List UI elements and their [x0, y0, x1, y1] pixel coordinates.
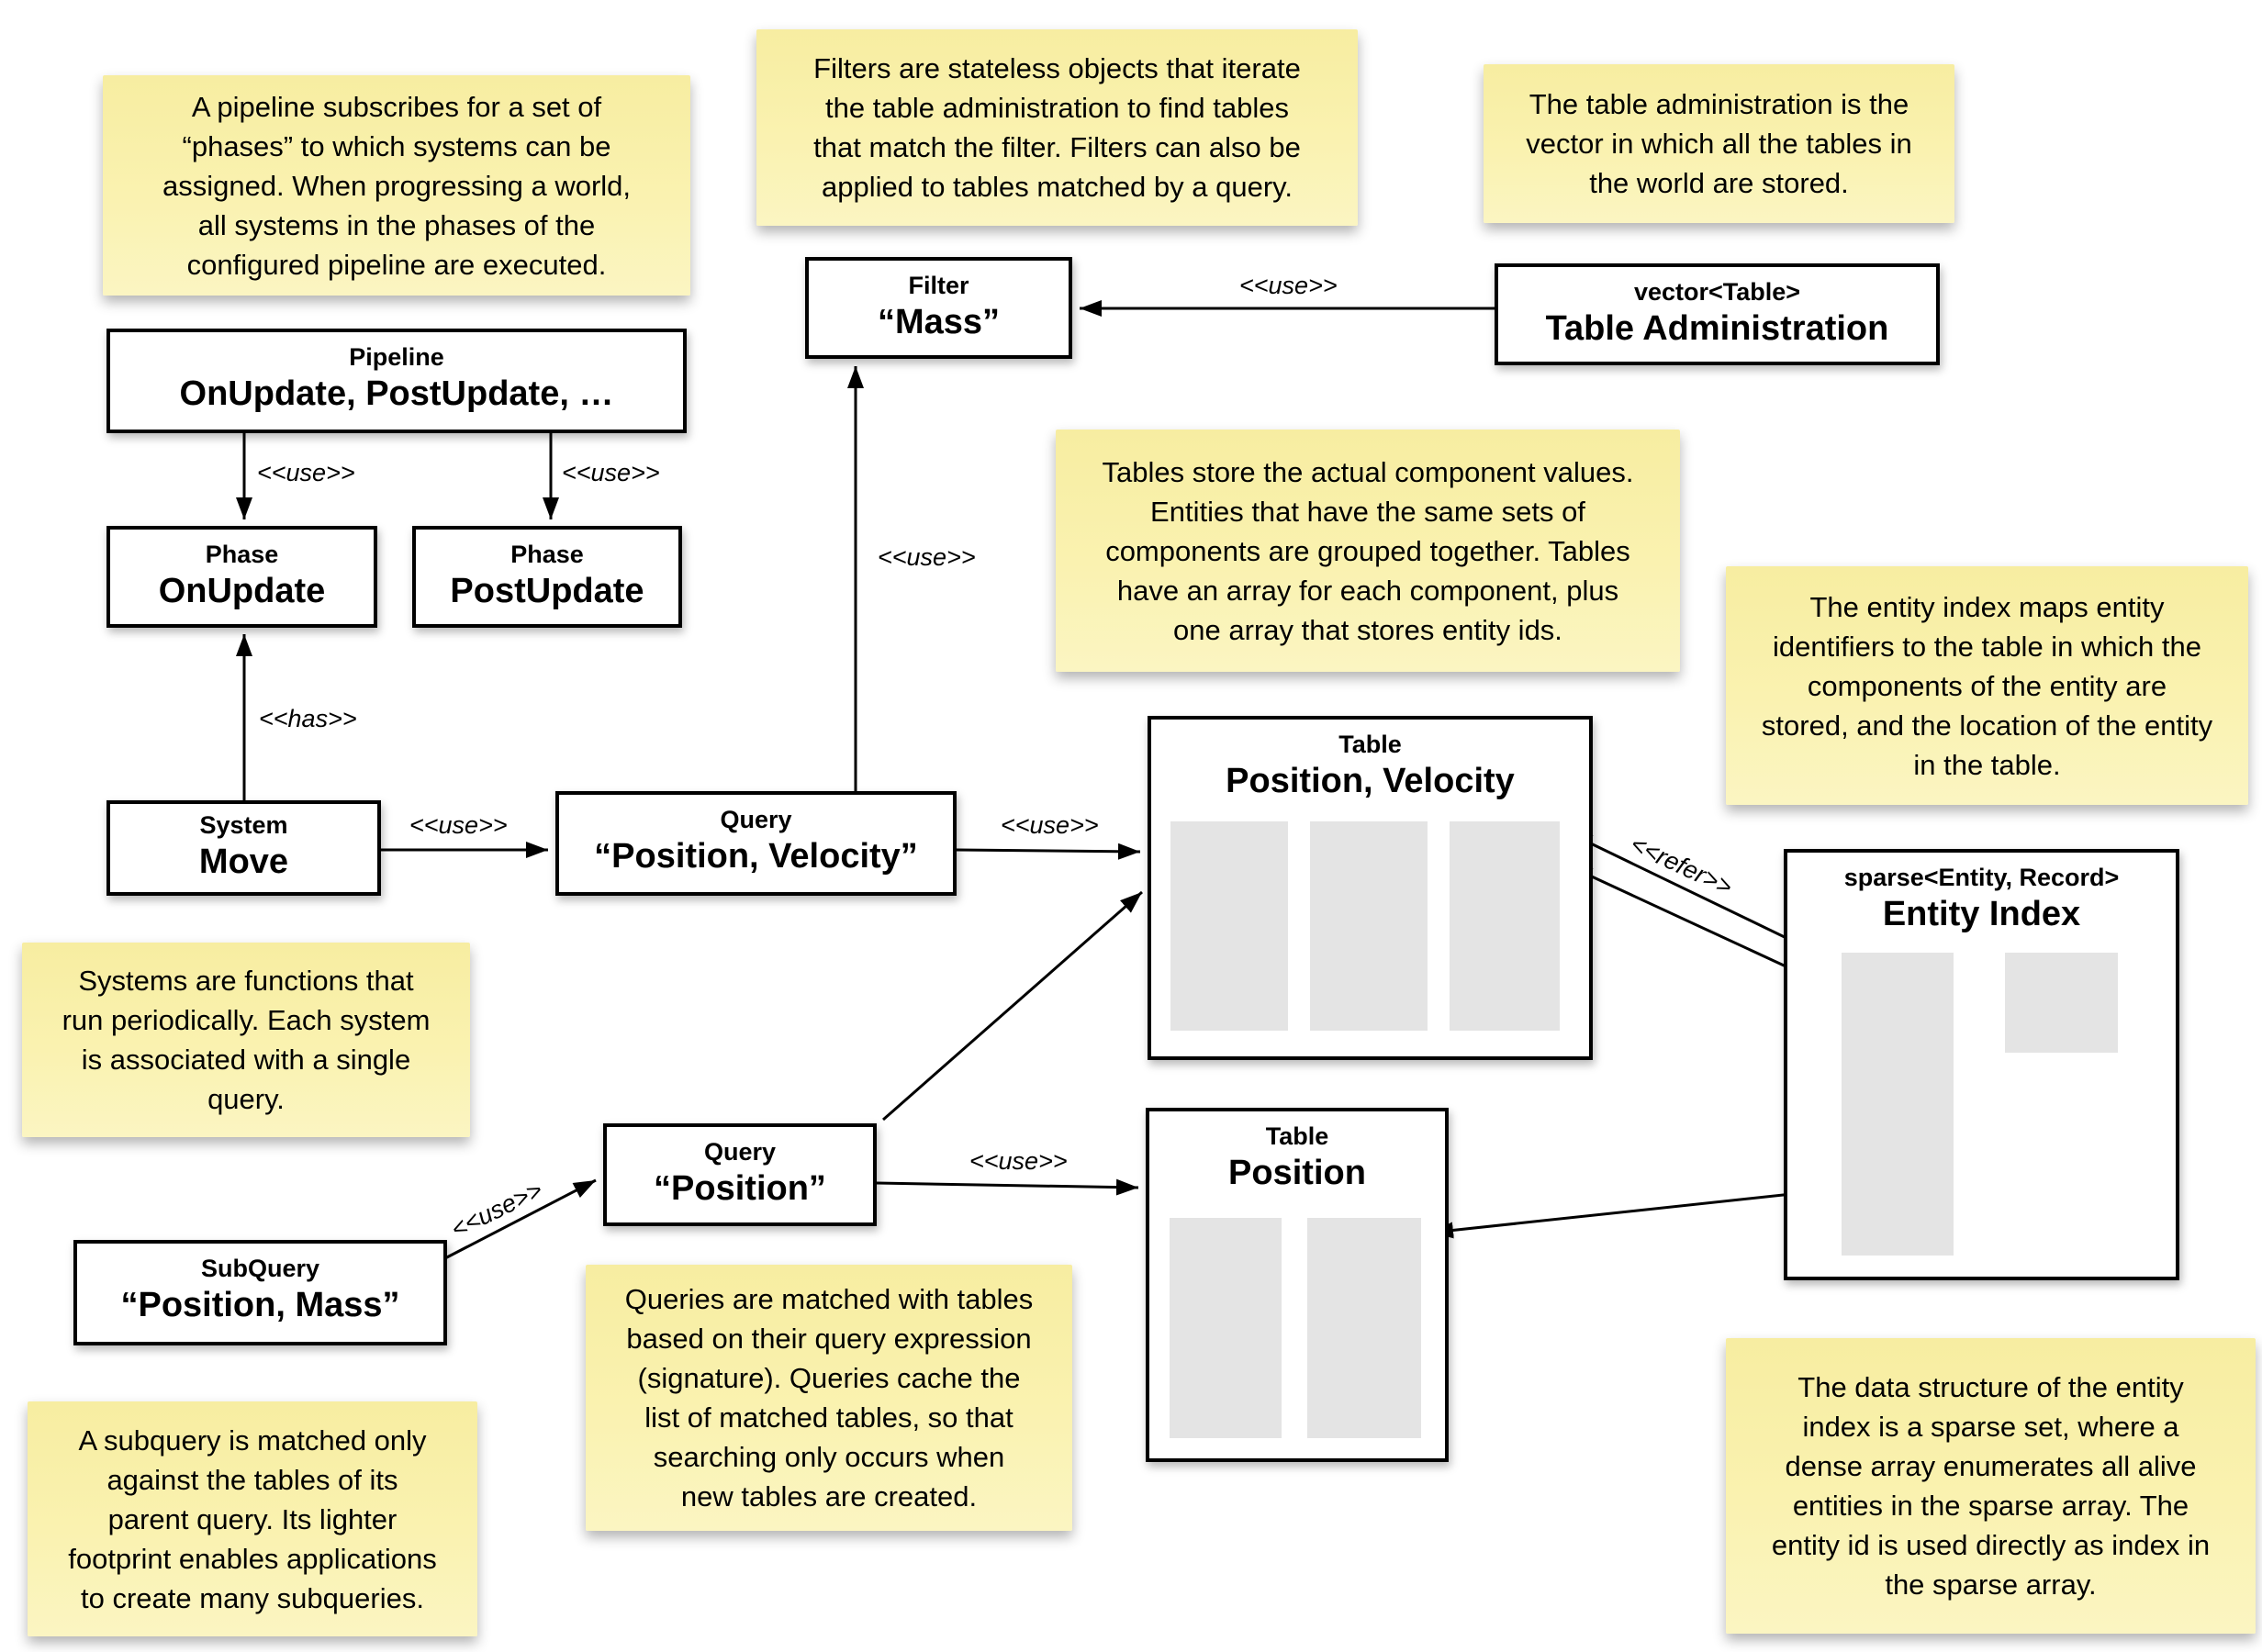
sparse-array: [1842, 953, 1954, 1256]
box-table-position-value: Position: [1228, 1154, 1366, 1192]
edge-label-use-querypv-tablepv: <<use>>: [1001, 811, 1099, 839]
edge-label-use-tableadmin-filter: <<use>>: [1239, 272, 1338, 299]
note-table-administration: The table administration is the vector i…: [1484, 64, 1954, 223]
component-array-1: [1170, 821, 1288, 1031]
edge-querypos-tablepv: [882, 890, 1143, 1122]
edge-label-use-system-query: <<use>>: [409, 811, 508, 839]
note-tables: Tables store the actual component values…: [1056, 430, 1680, 672]
edge-querypv-tablepv: [956, 843, 1141, 860]
box-query-position-value: “Position”: [654, 1169, 826, 1208]
box-table-position: Table Position: [1146, 1108, 1449, 1462]
box-pipeline-title: Pipeline: [349, 343, 444, 371]
box-phase-onupdate-title: Phase: [205, 541, 279, 568]
box-subquery: SubQuery “Position, Mass”: [73, 1240, 447, 1345]
box-query-position-velocity: Query “Position, Velocity”: [555, 791, 957, 896]
box-phase-onupdate-value: OnUpdate: [158, 572, 326, 610]
box-query-position-velocity-title: Query: [720, 806, 792, 833]
box-filter-mass-title: Filter: [908, 272, 969, 299]
box-system-move-value: Move: [198, 843, 289, 881]
box-phase-onupdate: Phase OnUpdate: [106, 526, 377, 628]
box-query-position-title: Query: [703, 1138, 777, 1166]
note-queries: Queries are matched with tables based on…: [586, 1265, 1072, 1531]
box-table-administration-title: vector<Table>: [1633, 278, 1801, 306]
box-filter-mass-value: “Mass”: [877, 303, 1001, 341]
box-system-move: System Move: [106, 800, 381, 896]
box-table-position-velocity-value: Position, Velocity: [1226, 762, 1515, 800]
edge-label-use-query-filter: <<use>>: [878, 543, 976, 571]
box-pipeline-value: OnUpdate, PostUpdate, …: [179, 374, 614, 413]
component-array-2: [1310, 821, 1428, 1031]
box-query-position: Query “Position”: [603, 1123, 877, 1226]
edge-label-use-subquery-querypos: <<use>>: [446, 1176, 547, 1244]
edge-querypos-tablepos: [876, 1178, 1139, 1196]
box-phase-postupdate-title: Phase: [510, 541, 584, 568]
box-phase-postupdate: Phase PostUpdate: [412, 526, 682, 628]
box-subquery-value: “Position, Mass”: [120, 1286, 400, 1324]
box-filter-mass: Filter “Mass”: [805, 257, 1072, 359]
box-table-administration-value: Table Administration: [1545, 309, 1889, 348]
edge-label-use-querypos-tablepos: <<use>>: [969, 1147, 1068, 1175]
component-array-2: [1307, 1218, 1421, 1438]
note-filters: Filters are stateless objects that itera…: [756, 29, 1358, 226]
edge-label-refer-entityindex-table: <<refer>>: [1626, 830, 1737, 901]
box-entity-index: sparse<Entity, Record> Entity Index: [1784, 849, 2179, 1280]
box-entity-index-title: sparse<Entity, Record>: [1843, 864, 2120, 891]
component-array-1: [1170, 1218, 1282, 1438]
box-table-administration: vector<Table> Table Administration: [1495, 263, 1940, 365]
note-entity-index: The entity index maps entity identifiers…: [1726, 566, 2248, 805]
box-system-move-title: System: [199, 811, 288, 839]
edge-label-has-system-phase: <<has>>: [259, 705, 357, 732]
edge-sparse-tablepos: [1430, 1187, 1844, 1239]
box-subquery-title: SubQuery: [200, 1255, 320, 1282]
note-sparse-set: The data structure of the entity index i…: [1726, 1338, 2256, 1634]
edge-label-use-pipeline-postupdate: <<use>>: [562, 459, 660, 486]
note-systems: Systems are functions that run periodica…: [22, 943, 470, 1137]
box-pipeline: Pipeline OnUpdate, PostUpdate, …: [106, 329, 687, 433]
note-pipeline: A pipeline subscribes for a set of “phas…: [103, 75, 690, 296]
box-phase-postupdate-value: PostUpdate: [450, 572, 644, 610]
dense-array: [2005, 953, 2118, 1053]
box-query-position-velocity-value: “Position, Velocity”: [594, 837, 918, 876]
edge-label-use-pipeline-onupdate: <<use>>: [257, 459, 355, 486]
note-subquery: A subquery is matched only against the t…: [28, 1401, 477, 1636]
box-table-position-velocity-title: Table: [1338, 731, 1402, 758]
box-table-position-title: Table: [1265, 1122, 1329, 1150]
component-array-3: [1450, 821, 1560, 1031]
box-entity-index-value: Entity Index: [1882, 895, 2081, 933]
box-table-position-velocity: Table Position, Velocity: [1148, 716, 1593, 1060]
